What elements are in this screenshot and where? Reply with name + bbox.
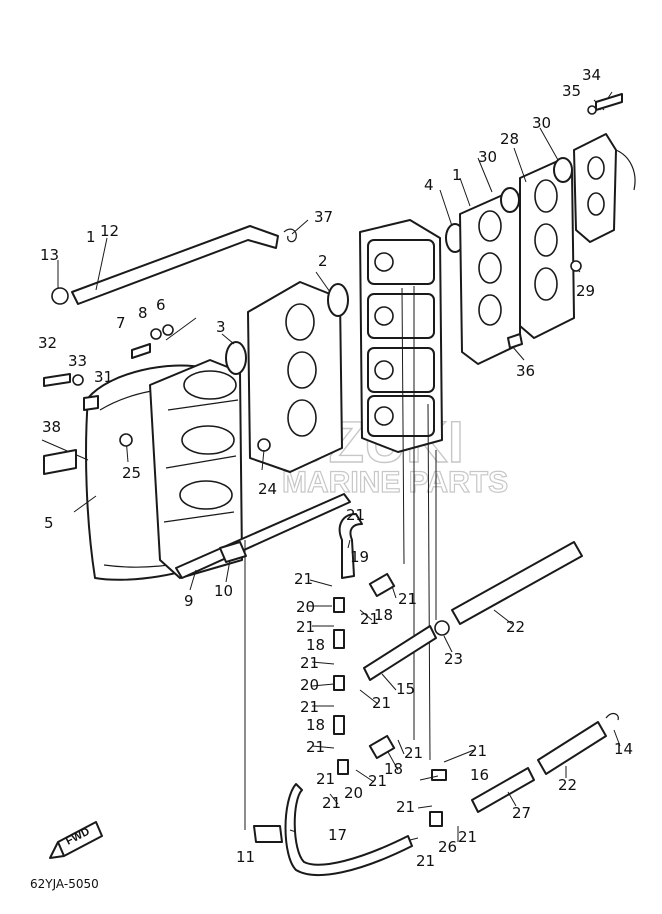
callout-10: 10 [214,582,233,600]
callout-13: 13 [40,246,59,264]
callout-8: 8 [138,304,148,322]
callout-3: 3 [216,318,226,336]
fuel-hose-27 [471,767,535,813]
watermark-line2: MARINE PARTS [282,466,508,499]
callout-20-c: 20 [344,784,363,802]
callout-25: 25 [122,464,141,482]
callout-18-d: 18 [384,760,403,778]
intake-o-ring-gasket [225,341,247,375]
fuel-hose-15 [363,625,437,681]
clip-14 [605,712,619,721]
callout-21-n: 21 [458,828,477,846]
callout-33: 33 [68,352,87,370]
callout-21-m: 21 [396,798,415,816]
callout-29: 29 [576,282,595,300]
callout-21-e: 21 [300,654,319,672]
callout-7: 7 [116,314,126,332]
callout-17: 17 [328,826,347,844]
reed-valve-plate [459,193,521,365]
callout-12: 12 [100,222,119,240]
callout-4: 4 [424,176,434,194]
callout-34: 34 [582,66,601,84]
spacer-gasket [327,283,349,317]
callout-32: 32 [38,334,57,352]
callout-1-reed-plate: 1 [452,166,462,184]
callout-9: 9 [184,592,194,610]
callout-6: 6 [156,296,166,314]
callout-36: 36 [516,362,535,380]
reed-valve-body [519,159,575,339]
callout-18-c: 18 [306,716,325,734]
callout-21-b: 21 [398,590,417,608]
callout-5: 5 [44,514,54,532]
callout-28: 28 [500,130,519,148]
callout-21-j: 21 [468,742,487,760]
callout-37: 37 [314,208,333,226]
callout-35: 35 [562,82,581,100]
callout-22-lower: 22 [558,776,577,794]
callout-14: 14 [614,740,633,758]
callout-21-o: 21 [416,852,435,870]
clamp-11 [253,825,283,843]
callout-21-d: 21 [296,618,315,636]
callout-labels: 1 1 2 3 4 5 6 7 8 9 10 11 12 13 14 15 16… [38,66,633,870]
callout-21-c: 21 [360,610,379,628]
hose-clamp-13 [51,287,69,305]
leader-lines [41,91,621,842]
clamp-23 [434,620,450,636]
balance-hose [71,225,279,305]
callout-11: 11 [236,848,255,866]
crankcase-section [573,133,636,243]
callout-31: 31 [94,368,113,386]
clip-37 [283,228,297,243]
callout-20-b: 20 [300,676,319,694]
connector-stack [333,572,447,827]
hardware-details [43,93,623,475]
callout-15: 15 [396,680,415,698]
fitting-10 [219,541,247,563]
callout-30-left: 30 [478,148,497,166]
callout-19: 19 [350,548,369,566]
fuel-hose-9 [175,493,351,579]
fuel-hose-22-lower [537,721,607,775]
callout-30-right: 30 [532,114,551,132]
callout-38: 38 [42,418,61,436]
callout-21-h: 21 [306,738,325,756]
callout-21-f: 21 [372,694,391,712]
callout-21-q: 21 [316,770,335,788]
elbow-hose [338,513,363,579]
callout-21-a: 21 [294,570,313,588]
callout-21-p: 21 [346,506,365,524]
diagram-code: 62YJA-5050 [30,877,99,891]
fuel-hose-22-upper [451,541,583,625]
callout-1-left: 1 [86,228,96,246]
callout-2: 2 [318,252,328,270]
fuel-hose-17 [284,783,413,876]
callout-26: 26 [438,838,457,856]
callout-21-k: 21 [368,772,387,790]
callout-21-g: 21 [300,698,319,716]
callout-20-a: 20 [296,598,315,616]
callout-23: 23 [444,650,463,668]
callout-27: 27 [512,804,531,822]
callout-16: 16 [470,766,489,784]
gasket-30-right [553,157,573,183]
callout-22-upper: 22 [506,618,525,636]
intake-manifold [149,359,243,579]
gasket-30-left [500,187,520,213]
intake-spacer-plate [247,281,343,473]
callout-21-i: 21 [404,744,423,762]
carburetor-bank [359,219,443,453]
callout-18-b: 18 [306,636,325,654]
callout-24: 24 [258,480,277,498]
fwd-arrow: FWD [49,821,103,859]
callout-21-l: 21 [322,794,341,812]
callout-18-a: 18 [374,606,393,624]
